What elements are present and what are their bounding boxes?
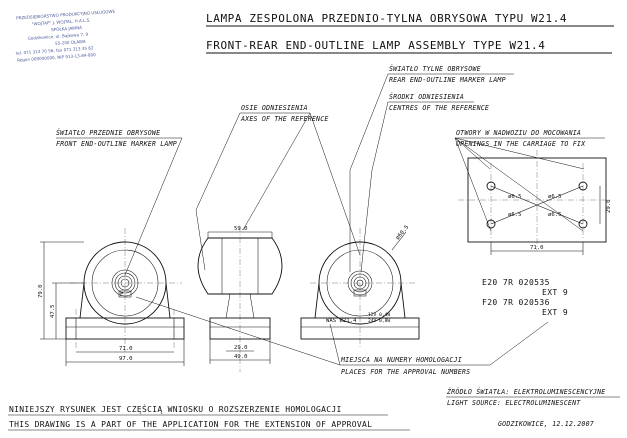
label-light-source-pl: ŹRÓDŁO ŚWIATŁA: ELEKTROLUMINESCENCYJNE <box>446 387 605 396</box>
label-front-marker-pl: ŚWIATŁO PRZEDNIE OBRYSOWE <box>56 128 160 137</box>
label-centres-en: CENTRES OF THE REFERENCE <box>389 104 489 112</box>
dim-front-height: 79.0 <box>38 285 44 298</box>
svg-text:tel. 071 313 70 56, fax 071 31: tel. 071 313 70 56, fax 071 313 35 62 <box>15 45 94 55</box>
rear-lamp-rating-2: 24V 0,8W <box>368 318 390 324</box>
dim-front-base-width: 97.0 <box>119 356 132 362</box>
approval-row1-code: E20 7R 020535 <box>482 278 550 287</box>
svg-text:"WOJTAP" J. WOJTAL, H.A.L.S.: "WOJTAP" J. WOJTAL, H.A.L.S. <box>31 17 90 26</box>
title-english: FRONT-REAR END-OUTLINE LAMP ASSEMBLY TYP… <box>206 39 545 52</box>
dim-holes-width: 71.0 <box>530 245 543 251</box>
label-holes-pl: OTWORY W NADWOZIU DO MOCOWANIA <box>456 129 581 137</box>
rear-lamp-rating-1: 12V 0,4W <box>368 312 390 318</box>
company-stamp: PRZEDSIĘBIORSTWO PRODUKCYJNO USŁUGOWE "W… <box>15 9 116 63</box>
footer-note-polish: NINIEJSZY RYSUNEK JEST CZĘŚCIĄ WNIOSKU O… <box>9 403 342 414</box>
svg-text:55-200 OŁAWA: 55-200 OŁAWA <box>55 39 86 46</box>
label-centres-pl: ŚRODKI ODNIESIENIA <box>389 92 464 101</box>
approval-numbers: E20 7R 020535 EXT 9 F20 7R 020536 EXT 9 <box>482 278 568 317</box>
front-view: E <box>65 228 185 352</box>
label-front-marker-en: FRONT END-OUTLINE MARKER LAMP <box>56 140 177 148</box>
approval-row1-ext: EXT 9 <box>542 288 568 297</box>
dim-hole-4: ø6.5 <box>548 212 561 218</box>
front-view-dimensions: 79.0 47.5 71.0 97.0 <box>38 241 185 366</box>
leader-lines <box>124 73 585 276</box>
label-holes-en: OPENINGS IN THE CARRIAGE TO FIX <box>456 140 586 148</box>
dim-side-neck-width: 29.0 <box>234 345 247 351</box>
dim-side-top-width: 59.0 <box>234 226 247 232</box>
mounting-holes-diagram: ø6.5 ø6.5 ø6.5 ø6.5 29.0 71.0 <box>458 150 612 255</box>
title-polish: LAMPA ZESPOLONA PRZEDNIO-TYLNA OBRYSOWA … <box>206 12 567 25</box>
side-view: 59.0 29.0 49.0 <box>197 226 283 372</box>
svg-text:E: E <box>120 292 124 298</box>
approval-row2-code: F20 7R 020536 <box>482 298 550 307</box>
place-date: GODZIKOWICE, 12.12.2007 <box>498 420 594 428</box>
dim-front-lower-height: 47.5 <box>50 305 56 318</box>
svg-text:Godzikowice, ul. Bajkowa 7, 9: Godzikowice, ul. Bajkowa 7, 9 <box>27 32 88 41</box>
rear-view: ø60.5 WAS W21.4 12V 0,4W 24V 0,8W <box>300 225 420 348</box>
svg-text:Regon 000000000, NIP 913-13-84: Regon 000000000, NIP 913-13-84-800 <box>17 52 96 63</box>
rear-lamp-type-mark: WAS W21.4 <box>326 318 357 324</box>
dim-hole-3: ø6.5 <box>508 212 521 218</box>
label-light-source-en: LIGHT SOURCE: ELECTROLUMINESCENT <box>447 399 581 407</box>
label-axes-en: AXES OF THE REFERENCE <box>240 115 329 123</box>
svg-text:SPÓŁKA JAWNA: SPÓŁKA JAWNA <box>51 25 82 32</box>
dim-front-inner-width: 71.0 <box>119 346 132 352</box>
label-approval-pl: MIEJSCA NA NUMERY HOMOLOGACJI <box>340 356 462 364</box>
dim-hole-1: ø6.5 <box>508 194 521 200</box>
label-approval-en: PLACES FOR THE APPROVAL NUMBERS <box>341 368 470 376</box>
label-axes-pl: OSIE ODNIESIENIA <box>241 104 308 112</box>
label-rear-marker-pl: ŚWIATŁO TYLNE OBRYSOWE <box>389 64 481 73</box>
dim-rear-diameter: ø60.5 <box>395 225 410 242</box>
svg-text:PRZEDSIĘBIORSTWO PRODUKCYJNO U: PRZEDSIĘBIORSTWO PRODUKCYJNO USŁUGOWE <box>16 9 116 21</box>
dim-side-base-width: 49.0 <box>234 354 247 360</box>
footer-note-english: THIS DRAWING IS A PART OF THE APPLICATIO… <box>9 420 372 429</box>
label-rear-marker-en: REAR END-OUTLINE MARKER LAMP <box>389 76 506 84</box>
dim-holes-height: 29.0 <box>606 200 612 213</box>
dim-hole-2: ø6.5 <box>548 194 561 200</box>
approval-row2-ext: EXT 9 <box>542 308 568 317</box>
